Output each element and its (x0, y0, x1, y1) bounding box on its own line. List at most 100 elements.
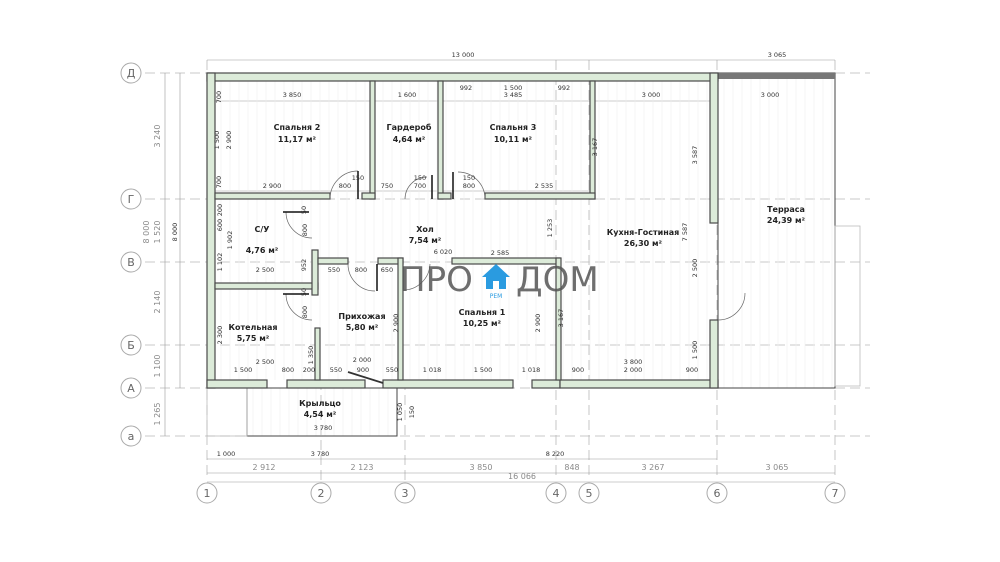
room-area: 10,11 м² (494, 135, 533, 144)
dimension-label: 2 500 (691, 259, 699, 278)
dimension-label: 3 000 (761, 91, 780, 99)
dimension-label: 8 000 (142, 221, 151, 244)
dimension-label: 2 585 (491, 249, 510, 257)
dimension-label: 2 912 (253, 463, 276, 472)
room-name: Гардероб (387, 122, 432, 132)
dimension-label: 992 (460, 84, 472, 92)
dimension-label: 3 167 (591, 138, 599, 157)
dimension-label: 800 (463, 182, 475, 190)
axis-bubble (120, 334, 142, 356)
floor-hatch (220, 79, 833, 436)
room-area: 10,25 м² (463, 319, 502, 328)
dimension-label: 150 (352, 174, 364, 182)
room-area: 4,54 м² (304, 410, 337, 419)
dimension-label: 2 300 (216, 326, 224, 345)
dimension-label: 2 900 (534, 314, 542, 333)
room-area: 5,75 м² (237, 334, 270, 343)
dimension-label: 6 020 (434, 248, 453, 256)
dimension-label: 550 (330, 366, 342, 374)
room-name: Прихожая (338, 312, 385, 321)
room-name: Терраса (767, 205, 805, 214)
dimension-label: 900 (357, 366, 369, 374)
dimension-label: 200 (303, 366, 315, 374)
dimension-label: 13 000 (452, 51, 475, 59)
dimension-label: 1 500 (474, 366, 493, 374)
dimension-label: 1 600 (398, 91, 417, 99)
dimension-label: 600 (216, 219, 224, 231)
dimension-label: 3 485 (504, 91, 523, 99)
logo-text-left: ПРО (400, 260, 473, 300)
dimension-label: 3 780 (314, 424, 333, 432)
dimension-label: 1 100 (153, 355, 162, 378)
dimension-label: 16 066 (508, 472, 536, 481)
doors (283, 170, 746, 384)
house-icon (482, 264, 510, 289)
dimension-label: 1 500 (504, 84, 523, 92)
dimension-label: 3 065 (768, 51, 787, 59)
dimension-label: 3 167 (557, 309, 565, 328)
axis-label: а (128, 430, 135, 443)
dimension-label: 2 500 (256, 266, 275, 274)
dimension-label: 800 (355, 266, 367, 274)
axis-bubble (120, 62, 142, 84)
room-labels: Спальня 2 11,17 м² Гардероб 4,64 м² Спал… (228, 122, 805, 419)
axis-label: Д (127, 67, 136, 80)
logo-subtext: РЕМ (490, 293, 503, 300)
dimension-label: 150 (463, 174, 475, 182)
dimension-lines (164, 59, 835, 483)
dimension-label: 3 780 (311, 450, 330, 458)
axis-label: 3 (402, 487, 409, 500)
dimension-label: 550 (386, 366, 398, 374)
axis-bubble (578, 482, 600, 504)
axis-label: А (127, 382, 135, 395)
dimension-label: 1 500 (691, 341, 699, 360)
axis-label: 4 (553, 487, 560, 500)
logo-text-right: ДОМ (516, 260, 599, 300)
axis-label: 7 (832, 487, 839, 500)
dimension-label: 2 900 (392, 314, 400, 333)
dimension-label: 50 (300, 206, 308, 214)
dimension-label: 2 123 (351, 463, 374, 472)
axis-bubble (120, 188, 142, 210)
axis-bubble (545, 482, 567, 504)
dimension-label: 848 (564, 463, 579, 472)
axis-label: 2 (318, 487, 325, 500)
dimension-label: 3 850 (283, 91, 302, 99)
dimension-label: 150 (414, 174, 426, 182)
axis-bubble (120, 377, 142, 399)
dimension-label: 1 500 (234, 366, 253, 374)
axis-bubble (120, 425, 142, 447)
room-name: С/У (255, 225, 270, 234)
dimension-labels: 13 000 3 065 3 850 1 600 992 1 500 992 3 485 3 0… (142, 51, 788, 481)
axis-bubble (310, 482, 332, 504)
dimension-label: 8 000 (171, 223, 179, 242)
dimension-label: 2 900 (225, 131, 233, 150)
dimension-label: 1 018 (423, 366, 442, 374)
walls (206, 72, 719, 389)
dimension-label: 1 500 (213, 131, 221, 150)
dimension-label: 7 587 (681, 223, 689, 242)
dimension-label: 700 (414, 182, 426, 190)
dimension-label: 1 050 (396, 403, 404, 422)
dimension-label: 1 350 (307, 346, 315, 365)
dimension-label: 2 140 (153, 291, 162, 314)
room-name: Спальня 3 (490, 123, 537, 132)
dimension-label: 992 (558, 84, 570, 92)
axis-label: Г (128, 193, 135, 206)
room-area: 26,30 м² (624, 239, 663, 248)
axis-bubble (196, 482, 218, 504)
dimension-label: 1 902 (226, 231, 234, 250)
dimension-label: 3 800 (624, 358, 643, 366)
dimension-label: 3 000 (642, 91, 661, 99)
room-area: 4,76 м² (246, 246, 279, 255)
dimension-label: 3 587 (691, 146, 699, 165)
room-area: 4,64 м² (393, 135, 426, 144)
dimension-label: 200 (216, 204, 224, 216)
axis-bubble (824, 482, 846, 504)
dimension-label: 800 (301, 306, 309, 318)
room-name: Котельная (228, 323, 277, 332)
dimension-label: 3 850 (470, 463, 493, 472)
dimension-label: 1 102 (216, 253, 224, 272)
room-name: Крыльцо (299, 399, 341, 408)
